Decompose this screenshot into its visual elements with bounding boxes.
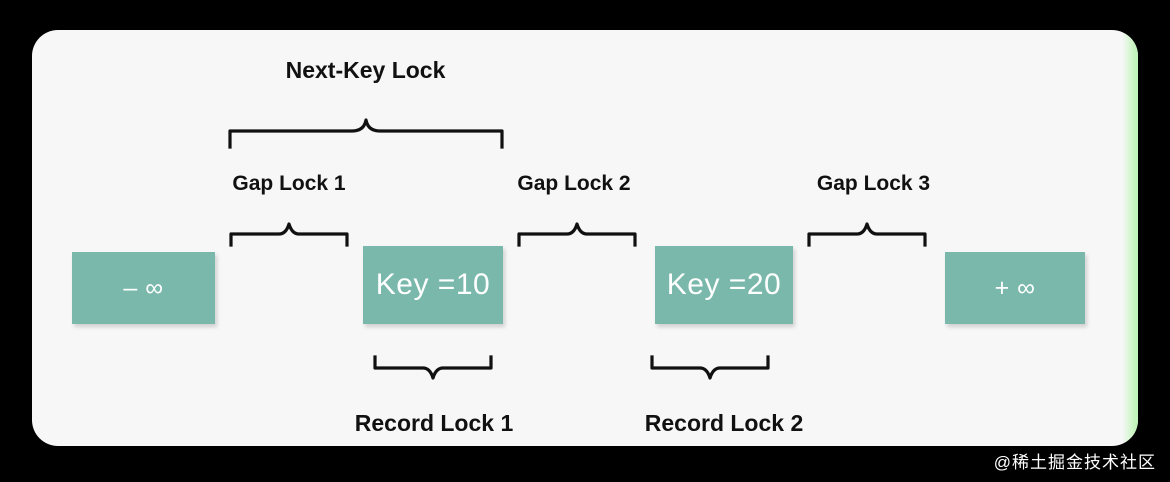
gap-lock-3-brace <box>807 222 927 247</box>
card-accent-edge <box>1122 30 1138 446</box>
next-key-lock-brace <box>228 118 504 149</box>
gap-lock-2-brace <box>517 222 637 247</box>
record-lock-1-label: Record Lock 1 <box>354 410 514 436</box>
diagram-card <box>32 30 1138 446</box>
record-lock-2-label: Record Lock 2 <box>644 410 804 436</box>
record-lock-1-brace <box>373 355 493 380</box>
box-negative-infinity: – ∞ <box>72 252 215 324</box>
box-key-20: Key =20 <box>655 246 793 324</box>
box-positive-infinity: + ∞ <box>945 252 1085 324</box>
watermark: @稀土掘金技术社区 <box>993 453 1156 472</box>
next-key-lock-label: Next-Key Lock <box>285 57 446 83</box>
gap-lock-3-label: Gap Lock 3 <box>816 172 931 195</box>
gap-lock-1-label: Gap Lock 1 <box>232 172 346 195</box>
gap-lock-2-label: Gap Lock 2 <box>517 172 631 195</box>
gap-lock-1-brace <box>229 222 349 247</box>
record-lock-2-brace <box>650 355 770 380</box>
box-key-10: Key =10 <box>363 246 503 324</box>
